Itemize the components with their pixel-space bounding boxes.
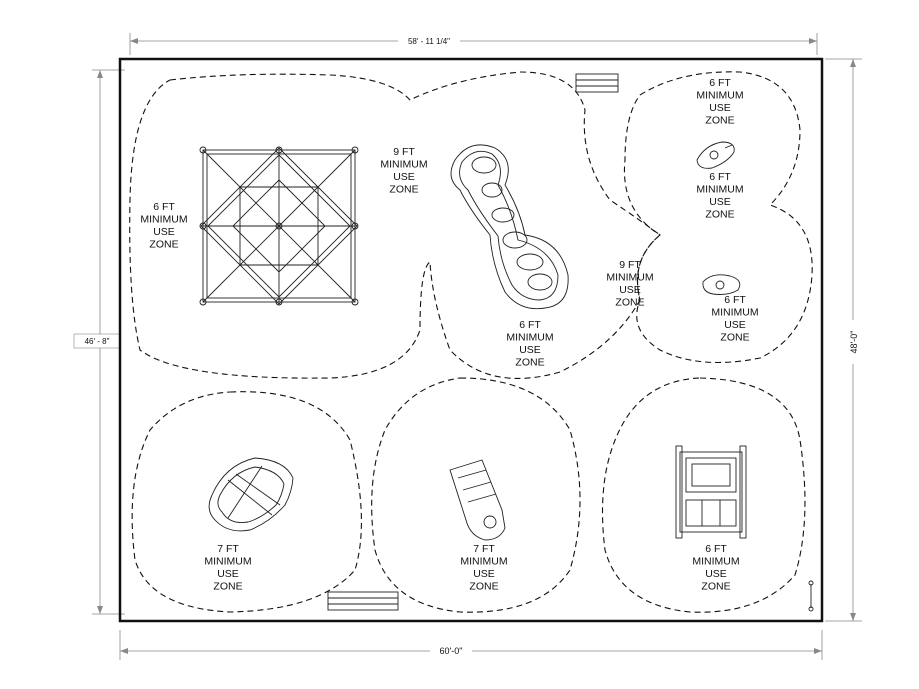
use-zone-label-line: ZONE bbox=[720, 332, 749, 344]
slide-south-center bbox=[449, 459, 506, 541]
use-zone-label-line: 6 FT bbox=[724, 294, 746, 306]
use-zone-label-line: ZONE bbox=[705, 209, 734, 221]
use-zone-label-line: 7 FT bbox=[473, 543, 495, 555]
use-zone-label-line: USE bbox=[619, 284, 641, 296]
dimension-bottom-label: 60'-0" bbox=[440, 646, 463, 656]
use-zone-label-line: USE bbox=[393, 171, 415, 183]
use-zone-label-line: ZONE bbox=[701, 581, 730, 593]
use-zone-label-line: USE bbox=[709, 102, 731, 114]
dimension-top-label: 58' - 11 1/4" bbox=[408, 37, 450, 46]
use-zone-label-line: MINIMUM bbox=[606, 272, 653, 284]
use-zone-boundary-southeast bbox=[601, 377, 806, 613]
dimension-top: 58' - 11 1/4" bbox=[129, 33, 818, 55]
use-zone-label-line: 6 FT bbox=[705, 543, 727, 555]
use-zone-label-line: MINIMUM bbox=[506, 332, 553, 344]
playground-boundary bbox=[118, 57, 824, 623]
play-vehicle-southwest bbox=[208, 457, 294, 532]
dimension-left-label: 46' - 8" bbox=[85, 337, 110, 346]
use-zone-label-line: USE bbox=[217, 568, 239, 580]
bench-bottom bbox=[327, 591, 399, 611]
use-zone-boundary-southwest bbox=[131, 391, 362, 613]
use-zone-label-line: USE bbox=[724, 319, 746, 331]
bench-top bbox=[575, 73, 619, 93]
dimension-right: 48'-0" bbox=[825, 58, 862, 622]
sign-post bbox=[808, 580, 814, 612]
climbing-structure bbox=[199, 146, 359, 306]
use-zone-label-line: MINIMUM bbox=[140, 214, 187, 226]
use-zone-label-line: ZONE bbox=[615, 297, 644, 309]
use-zone-label-line: MINIMUM bbox=[711, 307, 758, 319]
use-zone-label-line: MINIMUM bbox=[380, 159, 427, 171]
use-zone-label-line: USE bbox=[519, 344, 541, 356]
use-zone-label-line: USE bbox=[153, 226, 175, 238]
use-zone-label-line: ZONE bbox=[213, 581, 242, 593]
diagonal-climber bbox=[450, 144, 569, 310]
dimension-left: 46' - 8" bbox=[73, 69, 125, 615]
use-zone-label-line: MINIMUM bbox=[692, 556, 739, 568]
use-zone-label-line: ZONE bbox=[469, 581, 498, 593]
use-zone-label-line: ZONE bbox=[149, 239, 178, 251]
use-zone-label-line: MINIMUM bbox=[696, 90, 743, 102]
use-zone-label-line: 9 FT bbox=[619, 259, 641, 271]
use-zone-label-line: USE bbox=[705, 568, 727, 580]
use-zone-boundary-northeast bbox=[623, 71, 813, 364]
use-zone-label-line: USE bbox=[709, 196, 731, 208]
spring-rider-lower bbox=[702, 274, 741, 295]
play-structure-southeast bbox=[675, 445, 747, 539]
use-zone-label-line: USE bbox=[473, 568, 495, 580]
use-zone-label-line: 9 FT bbox=[393, 146, 415, 158]
dimension-right-label: 48'-0" bbox=[849, 331, 859, 354]
use-zone-label-line: 6 FT bbox=[709, 77, 731, 89]
use-zone-label-line: ZONE bbox=[515, 357, 544, 369]
use-zone-label-line: 7 FT bbox=[217, 543, 239, 555]
use-zone-label-line: MINIMUM bbox=[204, 556, 251, 568]
use-zone-boundary-south-center bbox=[371, 377, 581, 613]
use-zone-label-line: ZONE bbox=[389, 184, 418, 196]
use-zone-label-line: 6 FT bbox=[153, 201, 175, 213]
use-zone-boundary-northwest bbox=[129, 71, 661, 379]
use-zone-label-line: 6 FT bbox=[519, 319, 541, 331]
use-zone-label-line: ZONE bbox=[705, 115, 734, 127]
use-zone-label-line: MINIMUM bbox=[696, 184, 743, 196]
spring-rider-upper bbox=[696, 141, 735, 169]
dimension-bottom: 60'-0" bbox=[119, 630, 823, 660]
use-zone-label-line: 6 FT bbox=[709, 171, 731, 183]
use-zone-label-line: MINIMUM bbox=[460, 556, 507, 568]
